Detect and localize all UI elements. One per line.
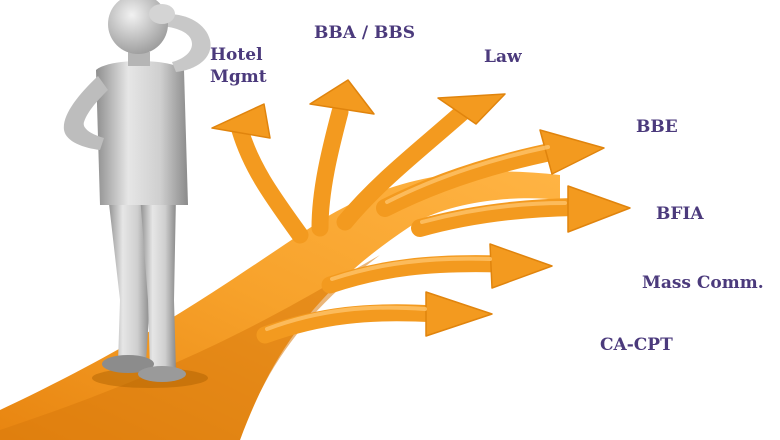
arrow-bbe bbox=[376, 141, 569, 217]
arrowheads bbox=[211, 79, 631, 337]
arrowhead-law bbox=[437, 93, 506, 125]
thinking-person-icon bbox=[63, 0, 211, 388]
figure-right-arm bbox=[162, 14, 211, 72]
arrow-hotel-mgmt bbox=[231, 121, 309, 244]
figure-right-foot bbox=[138, 366, 186, 382]
figure-left-foot bbox=[102, 355, 154, 373]
arrowhead-ca-cpt bbox=[425, 291, 493, 337]
main-path-shadow bbox=[0, 255, 380, 440]
figure-hand bbox=[149, 4, 175, 24]
label-hotel-line1: Hotel bbox=[210, 45, 263, 65]
branch-highlights bbox=[265, 145, 567, 331]
label-bbe: BBE bbox=[636, 117, 678, 137]
label-hotel-mgmt: Hotel Mgmt bbox=[210, 44, 267, 88]
label-law: Law bbox=[484, 47, 522, 67]
arrow-mass-comm bbox=[321, 255, 509, 294]
arrow-ca-cpt bbox=[256, 304, 444, 344]
arrowhead-bba-bbs bbox=[309, 79, 375, 115]
figure-left-leg bbox=[108, 195, 150, 362]
label-mass-comm: Mass Comm. bbox=[642, 273, 764, 293]
branch-arrows bbox=[231, 101, 584, 344]
arrow-bba-bbs bbox=[311, 103, 349, 237]
arrowhead-mass-comm bbox=[489, 243, 553, 289]
arrow-law bbox=[336, 101, 474, 231]
arrowhead-bbe bbox=[539, 129, 605, 175]
label-hotel-line2: Mgmt bbox=[210, 67, 267, 87]
figure-right-leg bbox=[140, 195, 176, 372]
figure-neck bbox=[128, 52, 150, 66]
figure-left-arm bbox=[63, 76, 108, 150]
arrow-bfia bbox=[411, 198, 584, 237]
arrowhead-hotel-mgmt bbox=[211, 103, 271, 139]
label-ca-cpt: CA-CPT bbox=[600, 335, 673, 355]
label-bba-bbs: BBA / BBS bbox=[314, 23, 415, 43]
arrowhead-bfia bbox=[567, 185, 631, 233]
figure-torso bbox=[96, 61, 188, 205]
label-bfia: BFIA bbox=[656, 204, 704, 224]
